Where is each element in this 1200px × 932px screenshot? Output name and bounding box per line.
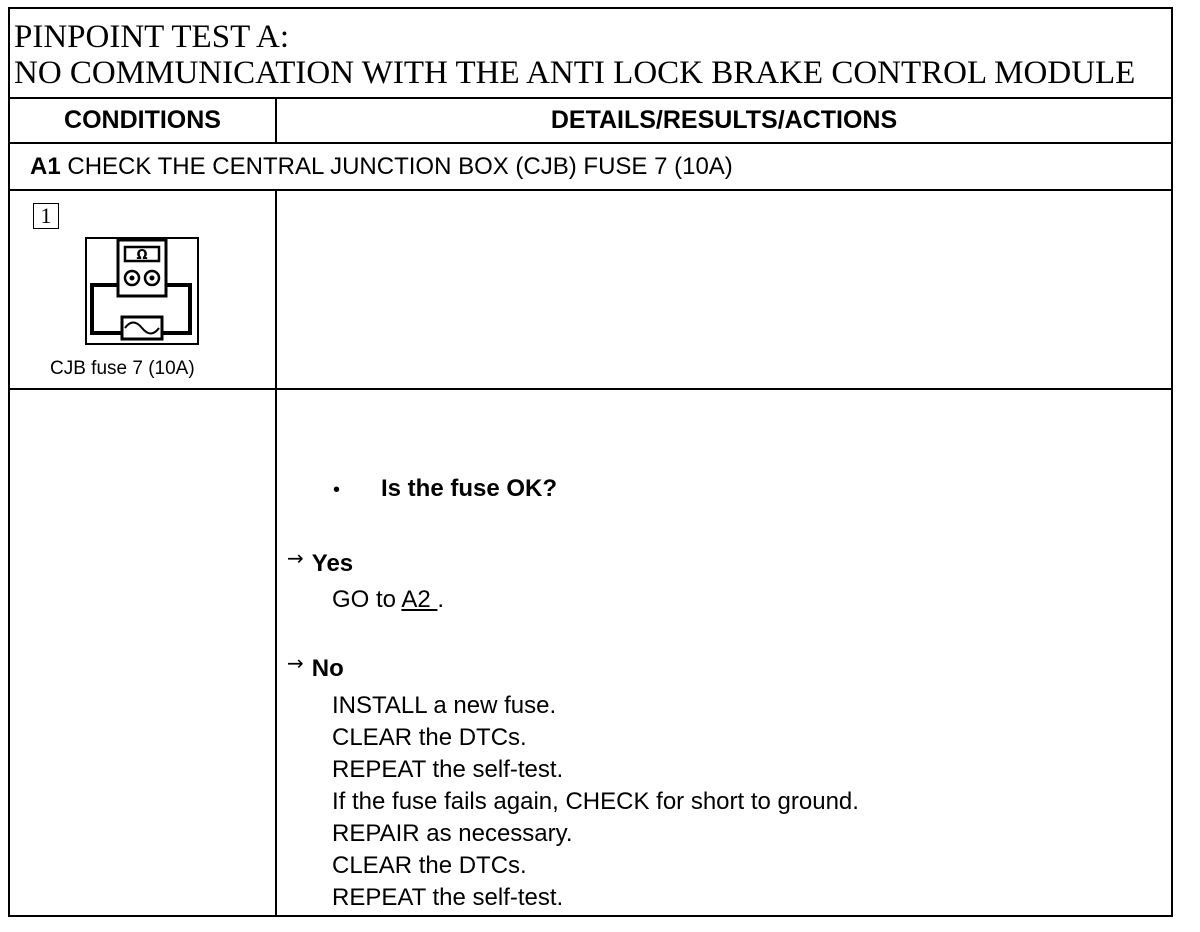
figure-caption: CJB fuse 7 (10A) [50, 358, 195, 379]
column-divider [275, 390, 277, 915]
ohmmeter-icon: Ω [85, 237, 199, 345]
go-to-suffix: . [437, 586, 445, 613]
table-header-row: CONDITIONS DETAILS/RESULTS/ACTIONS [10, 99, 1171, 144]
question-text: Is the fuse OK? [381, 475, 558, 502]
step-heading-row: A1 CHECK THE CENTRAL JUNCTION BOX (CJB) … [10, 144, 1171, 191]
step-a2-link[interactable]: A2 [401, 586, 438, 613]
svg-text:Ω: Ω [136, 248, 147, 263]
no-branch: → No [287, 651, 344, 683]
no-action-item: INSTALL a new fuse. [332, 692, 557, 719]
details-header: DETAILS/RESULTS/ACTIONS [550, 106, 898, 134]
test-title: PINPOINT TEST A: [14, 19, 290, 55]
column-divider [275, 99, 277, 142]
title-block: PINPOINT TEST A: NO COMMUNICATION WITH T… [10, 9, 1171, 99]
no-action-item: REPEAT the self-test. [332, 756, 564, 783]
conditions-header: CONDITIONS [64, 106, 221, 134]
actions-row: • Is the fuse OK? → Yes GO to A2 . → No INS… [10, 390, 1171, 915]
pinpoint-test-document: PINPOINT TEST A: NO COMMUNICATION WITH T… [8, 7, 1173, 917]
no-action-item: REPAIR as necessary. [332, 820, 573, 847]
bullet-icon: • [333, 479, 341, 501]
arrow-right-icon: → [287, 546, 304, 570]
yes-action: GO to A2 . [332, 586, 444, 614]
no-action-item: REPEAT the self-test. [332, 884, 564, 911]
figure-number: 1 [33, 203, 59, 229]
step-id: A1 [30, 153, 61, 180]
yes-label: Yes [311, 550, 354, 577]
test-subtitle: NO COMMUNICATION WITH THE ANTI LOCK BRAK… [14, 55, 1136, 91]
no-action-item: CLEAR the DTCs. [332, 852, 527, 879]
figure-row: 1 Ω CJB fuse 7 (10A) [10, 191, 1171, 390]
yes-branch: → Yes [287, 546, 354, 578]
step-heading: A1 CHECK THE CENTRAL JUNCTION BOX (CJB) … [30, 144, 733, 189]
question: • Is the fuse OK? [333, 475, 557, 503]
arrow-right-icon: → [287, 651, 304, 675]
go-to-prefix: GO to [332, 586, 397, 613]
step-title: CHECK THE CENTRAL JUNCTION BOX (CJB) FUS… [67, 153, 733, 180]
column-divider [275, 191, 277, 388]
no-action-item: CLEAR the DTCs. [332, 724, 527, 751]
no-action-item: If the fuse fails again, CHECK for short… [332, 788, 859, 815]
no-label: No [311, 655, 344, 682]
